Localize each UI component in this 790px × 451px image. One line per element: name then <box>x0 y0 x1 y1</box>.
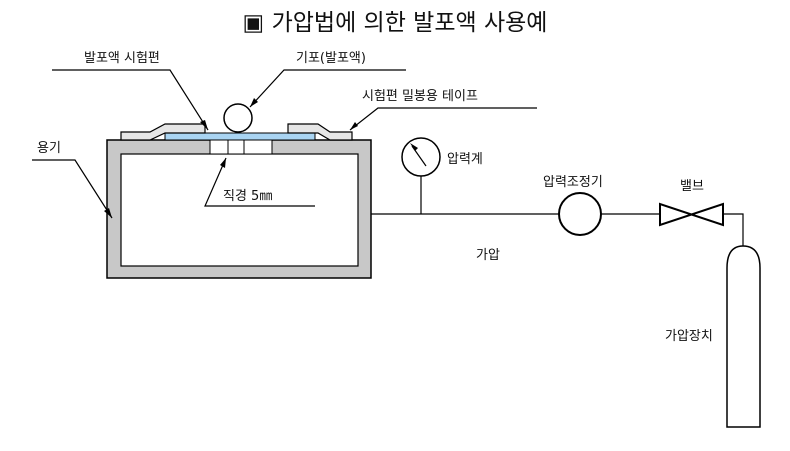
label-foam-specimen: 발포액 시험편 <box>84 51 160 66</box>
label-valve: 밸브 <box>680 179 704 194</box>
gauge-needle-tip <box>410 143 418 151</box>
label-bubble: 기포(발포액) <box>296 51 366 66</box>
label-pressure-gauge: 압력계 <box>447 152 483 167</box>
label-diameter: 직경 5㎜ <box>223 189 272 204</box>
pressure-gauge-icon <box>401 137 441 177</box>
arrowhead <box>104 208 112 218</box>
arrowhead <box>200 120 208 130</box>
diagram-title: ▣ 가압법에 의한 발포액 사용예 <box>243 10 548 36</box>
leader-seal-tape <box>349 107 537 131</box>
gas-cylinder-icon <box>726 245 761 428</box>
leader-container <box>32 159 113 219</box>
container-cavity <box>120 153 359 267</box>
label-regulator: 압력조정기 <box>543 175 603 190</box>
pipe-valve-cylinder <box>723 213 744 246</box>
arrowhead <box>220 158 226 168</box>
label-pressurizer: 가압장치 <box>665 329 713 344</box>
hole-center <box>227 139 245 155</box>
arrowhead <box>350 122 358 130</box>
leader-bubble <box>249 69 406 108</box>
pressure-regulator-icon <box>558 192 602 236</box>
seal-tape-right <box>287 123 353 141</box>
valve-icon <box>659 202 724 227</box>
leader-diameter <box>204 157 315 207</box>
bubble-icon <box>223 103 253 133</box>
foam-specimen <box>164 132 316 141</box>
leader-foam-specimen <box>52 69 209 131</box>
label-pressurize: 가압 <box>476 248 500 263</box>
arrowhead <box>250 98 258 107</box>
label-container: 용기 <box>37 141 61 156</box>
label-seal-tape: 시험편 밀봉용 테이프 <box>362 89 478 104</box>
